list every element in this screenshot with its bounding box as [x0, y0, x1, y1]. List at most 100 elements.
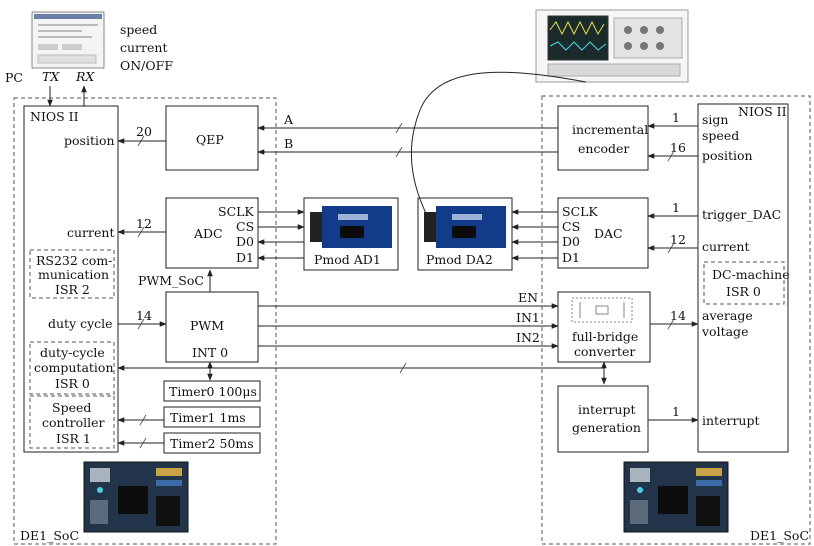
dac-pin-d0: D0 [562, 234, 580, 249]
signal-b-label: B [284, 136, 293, 151]
bus-width-interrupt: 1 [672, 404, 680, 419]
interrupt-gen-line2: generation [572, 420, 641, 435]
pmod-da2-board-image [424, 206, 506, 248]
timer0-block [163, 380, 261, 402]
isr-duty-line3: ISR 0 [55, 376, 90, 391]
dc-machine-line2: ISR 0 [726, 284, 761, 299]
timer1-label: Timer1 1ms [170, 410, 246, 425]
signal-en-label: EN [518, 290, 538, 305]
pwm-int0-label: INT 0 [192, 345, 228, 360]
timer1-block [163, 406, 261, 428]
adc-pin-d1: D1 [236, 250, 254, 265]
interrupt-gen-line1: interrupt [578, 402, 636, 417]
dc-machine-isr-box [703, 261, 785, 305]
isr-speed-line3: ISR 1 [56, 431, 91, 446]
right-port-voltage: voltage [701, 324, 748, 339]
left-board-outline [13, 97, 277, 545]
dac-pin-sclk: SCLK [562, 204, 598, 219]
pmod-ad1-block [303, 197, 399, 271]
pc-rx-label: RX [75, 69, 95, 84]
timer2-label: Timer2 50ms [170, 436, 254, 451]
pmod-da2-block [417, 197, 513, 271]
dac-block [557, 197, 649, 269]
pwm-label: PWM [190, 318, 224, 333]
left-port-duty-cycle: duty cycle [48, 316, 113, 331]
bus-width-trigger: 1 [672, 200, 680, 215]
bridge-schematic-icon [571, 297, 633, 323]
isr-rs232-line3: ISR 2 [55, 282, 90, 297]
isr-rs232-line1: RS232 com- [36, 253, 112, 268]
bus-tick-position-left [137, 135, 145, 147]
bus-width-current-right: 12 [670, 232, 686, 247]
bridge-label-line1: full-bridge [572, 329, 638, 344]
right-port-average: average [702, 308, 753, 323]
isr-speed-line2: controller [42, 415, 104, 430]
left-port-position: position [64, 133, 115, 148]
pc-tx-label: TX [42, 69, 60, 84]
left-port-current: current [67, 225, 114, 240]
pc-legend-current: current [120, 40, 167, 55]
isr-rs232-box [29, 249, 115, 299]
isr-rs232-line2: munication [38, 267, 109, 282]
bus-tick-timer1 [139, 414, 147, 426]
right-port-sign: sign [702, 112, 728, 127]
right-nios-block [697, 103, 789, 453]
bus-tick-current-left [137, 226, 145, 238]
dc-machine-line1: DC-machine [712, 267, 790, 282]
bus-width-position-left: 20 [136, 124, 152, 139]
bus-tick-avg [667, 318, 675, 330]
bus-width-sign: 1 [672, 110, 680, 125]
signal-in1-label: IN1 [516, 310, 540, 325]
pc-screenshot-thumbnail [31, 11, 105, 69]
dac-label: DAC [594, 226, 623, 241]
isr-speed-line1: Speed [52, 400, 91, 415]
isr-duty-box [29, 341, 115, 395]
bus-tick-current-right [667, 242, 675, 254]
pmod-ad1-board-image [310, 206, 392, 248]
isr-speed-box [29, 395, 115, 449]
right-port-trigger-dac: trigger_DAC [702, 207, 781, 222]
right-de1soc-board-image [623, 461, 729, 533]
adc-pin-d0: D0 [236, 234, 254, 249]
right-port-position: position [702, 148, 753, 163]
adc-pin-sclk: SCLK [218, 204, 254, 219]
timer0-label: Timer0 100μs [169, 384, 257, 399]
left-board-title: DE1_SoC [20, 528, 79, 543]
qep-block [165, 105, 259, 171]
bus-tick-timer2 [139, 437, 147, 449]
bridge-label-line2: converter [574, 344, 635, 359]
right-board-title: DE1_SoC [750, 528, 809, 543]
oscilloscope-probe-cable [411, 71, 587, 219]
interrupt-generation-block [557, 385, 649, 453]
pmod-da2-label: Pmod DA2 [426, 252, 493, 267]
encoder-label-line1: incremental [572, 122, 648, 137]
isr-duty-line1: duty-cycle [40, 345, 105, 360]
right-nios-title: NIOS II [738, 104, 787, 119]
dac-pin-d1: D1 [562, 250, 580, 265]
int0-feedback-tick [399, 362, 407, 374]
adc-block [165, 197, 259, 269]
bus-tick-position-right [667, 150, 675, 162]
signal-b-tick [395, 146, 403, 158]
qep-label: QEP [196, 132, 224, 147]
bus-width-duty: 14 [136, 308, 152, 323]
left-de1soc-board-image [83, 461, 189, 533]
bus-width-avg: 14 [670, 308, 686, 323]
pwm-soc-label: PWM_SoC [138, 273, 204, 288]
right-board-outline [541, 95, 811, 545]
bus-width-current-left: 12 [136, 216, 152, 231]
left-nios-title: NIOS II [30, 109, 79, 124]
adc-label: ADC [193, 226, 223, 241]
signal-a-label: A [283, 112, 294, 127]
adc-pin-cs: CS [236, 219, 254, 234]
pc-legend-onoff: ON/OFF [120, 58, 173, 73]
right-port-current: current [702, 239, 749, 254]
incremental-encoder-block [557, 105, 649, 171]
isr-duty-line2: computation [34, 360, 114, 375]
oscilloscope-thumbnail [535, 9, 689, 83]
right-port-interrupt: interrupt [702, 413, 760, 428]
pmod-ad1-label: Pmod AD1 [314, 252, 381, 267]
left-nios-block [23, 105, 119, 453]
pc-legend-speed: speed [120, 22, 157, 37]
